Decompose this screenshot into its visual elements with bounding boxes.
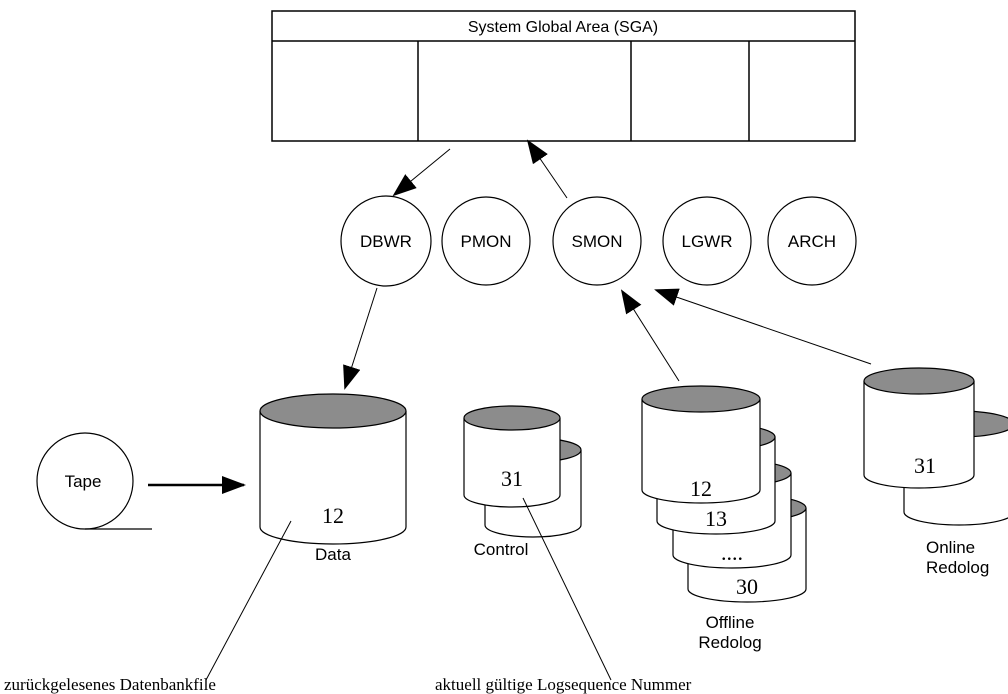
online-redolog-label-line1: Online bbox=[926, 538, 975, 557]
online-redolog-number: 31 bbox=[914, 453, 936, 478]
control-file-label: Control bbox=[474, 540, 529, 559]
process-pmon: PMON bbox=[441, 196, 531, 286]
process-lgwr: LGWR bbox=[662, 196, 752, 286]
data-file-label: Data bbox=[315, 545, 351, 564]
process-smon: SMON bbox=[552, 196, 642, 286]
offline-redolog-label-line2: Redolog bbox=[698, 633, 761, 652]
process-pmon-label: PMON bbox=[461, 232, 512, 251]
online-redolog-cylinders: 31 bbox=[863, 367, 1008, 526]
control-file-cylinders: 31 bbox=[463, 405, 582, 538]
process-arch-label: ARCH bbox=[788, 232, 836, 251]
offline-redolog-number: 13 bbox=[705, 506, 727, 531]
arrow-online-to-smon bbox=[654, 288, 872, 365]
offline-redolog-number: 30 bbox=[736, 574, 758, 599]
sga-box: System Global Area (SGA) bbox=[271, 10, 856, 142]
arrow-sga-to-dbwr bbox=[392, 148, 451, 197]
annotation-pointer-control bbox=[522, 497, 612, 681]
annotation-pointer-data bbox=[205, 520, 292, 681]
data-file-number: 12 bbox=[322, 503, 344, 528]
process-arch: ARCH bbox=[767, 196, 857, 286]
sga-title: System Global Area (SGA) bbox=[468, 19, 658, 36]
control-file-number: 31 bbox=[501, 466, 523, 491]
offline-redolog-cylinders: 30 .... 13 12 bbox=[641, 385, 807, 603]
offline-redolog-number: 12 bbox=[690, 476, 712, 501]
arrow-smon-to-sga bbox=[526, 139, 568, 199]
arrow-offline-to-smon bbox=[620, 289, 680, 382]
annotation-restored-file: zurückgelesenes Datenbankfile bbox=[4, 675, 216, 694]
process-smon-label: SMON bbox=[572, 232, 623, 251]
process-dbwr: DBWR bbox=[340, 195, 432, 287]
online-redolog-label-line2: Redolog bbox=[926, 558, 989, 577]
offline-redolog-number: .... bbox=[721, 540, 743, 565]
arrow-dbwr-to-data bbox=[343, 287, 378, 390]
process-lgwr-label: LGWR bbox=[682, 232, 733, 251]
tape-label: Tape bbox=[65, 472, 102, 491]
tape-icon: Tape bbox=[36, 432, 152, 530]
data-file-cylinder: 12 bbox=[259, 393, 407, 545]
annotation-current-log-sequence: aktuell gültige Logsequence Nummer bbox=[435, 675, 692, 694]
process-dbwr-label: DBWR bbox=[360, 232, 412, 251]
offline-redolog-label-line1: Offline bbox=[706, 613, 755, 632]
